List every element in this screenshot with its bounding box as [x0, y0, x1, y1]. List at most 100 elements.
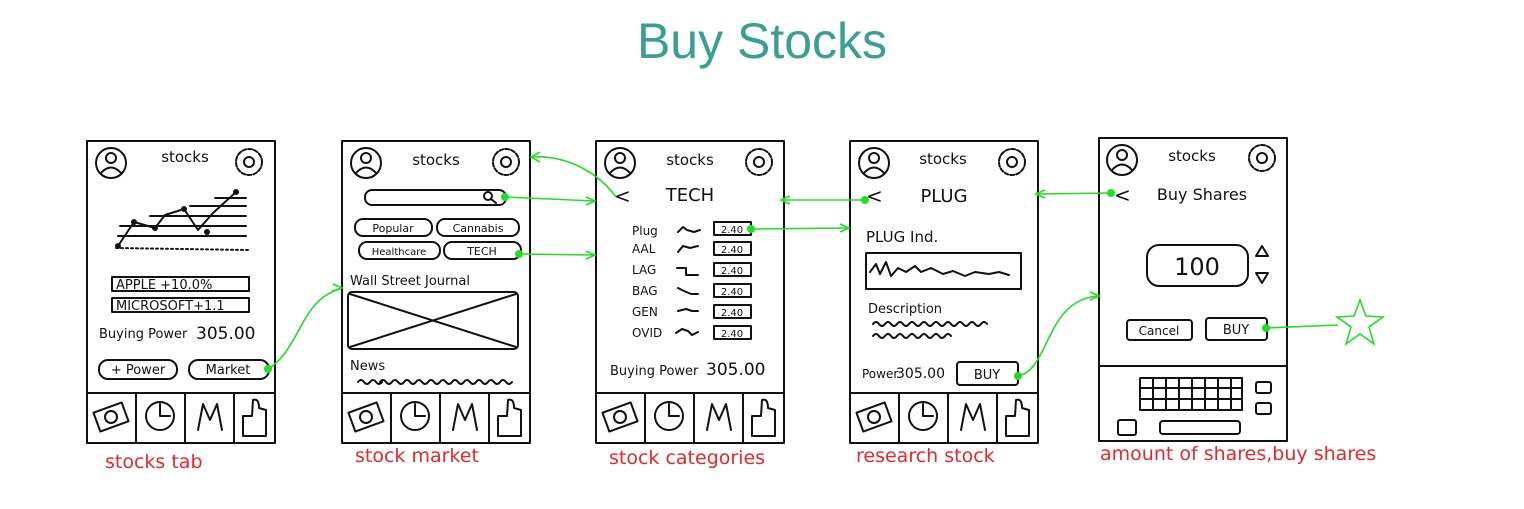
flow-arrow	[1017, 295, 1099, 377]
portfolio-pie-icon[interactable]	[654, 401, 684, 431]
thumbs-up-tab-icon[interactable]	[1005, 398, 1030, 437]
ticker-name[interactable]: LAG	[632, 263, 656, 277]
profile-icon[interactable]	[1106, 144, 1138, 176]
page-title: Buy Stocks	[636, 13, 888, 69]
market-m-icon[interactable]	[960, 403, 986, 431]
settings-gear-icon[interactable]	[235, 148, 263, 176]
money-tab-icon[interactable]	[92, 401, 130, 433]
chip-label: Healthcare	[372, 247, 427, 258]
stock-row-label: APPLE +10.0%	[116, 278, 212, 293]
profile-icon[interactable]	[858, 147, 890, 179]
buying-power-value: 305.00	[196, 324, 255, 344]
buy-button-label: BUY	[974, 368, 1000, 383]
price-value: 2.40	[721, 308, 743, 319]
flow-arrow	[504, 196, 595, 202]
tab-bar	[849, 392, 1039, 444]
ticker-name[interactable]: BAG	[632, 284, 658, 298]
arrow-head	[585, 250, 597, 260]
caption: stock categories	[609, 447, 765, 469]
flow-arrow-origin	[861, 196, 869, 204]
ticker-name[interactable]: AAL	[632, 242, 656, 256]
quantity-value: 100	[1174, 253, 1220, 281]
header-title: stocks	[666, 151, 714, 169]
keyboard[interactable]	[1098, 365, 1288, 436]
market-m-icon[interactable]	[197, 403, 223, 431]
portfolio-pie-icon[interactable]	[908, 401, 938, 431]
back-button[interactable]: <	[866, 184, 883, 208]
chip-healthcare[interactable]	[358, 241, 441, 260]
article-image-placeholder[interactable]	[347, 291, 519, 350]
increment-arrow-icon[interactable]	[1255, 245, 1269, 257]
flow-arrow-origin	[264, 365, 272, 373]
price-history-chart	[865, 252, 1022, 290]
price-tag	[713, 283, 752, 298]
profile-icon[interactable]	[604, 147, 636, 179]
flow-arrow-origin	[1014, 372, 1022, 380]
flow-arrow	[518, 253, 595, 256]
cancel-button[interactable]	[1126, 319, 1193, 341]
ticker-list: Plug AAL LAG BAG GEN OVID 2.40 2.40 2.40…	[632, 221, 752, 340]
screen-research-stock: stocks < PLUG PLUG Ind. Description Powe…	[849, 140, 1039, 444]
flow-arrow-origin	[1107, 189, 1115, 197]
market-m-icon[interactable]	[706, 403, 732, 431]
tab-bar	[86, 392, 276, 444]
settings-gear-icon[interactable]	[998, 148, 1026, 176]
chip-popular[interactable]	[354, 218, 433, 237]
quantity-input[interactable]	[1146, 244, 1249, 287]
header-title: stocks	[1168, 147, 1216, 165]
thumbs-up-tab-icon[interactable]	[497, 398, 522, 437]
arrow-head	[1034, 189, 1046, 199]
settings-gear-icon[interactable]	[745, 148, 773, 176]
buying-power-label: Buying Power	[610, 364, 699, 379]
money-tab-icon[interactable]	[347, 401, 385, 433]
flow-arrow-origin	[747, 225, 755, 233]
market-m-icon[interactable]	[452, 403, 478, 431]
phone-frame	[341, 140, 531, 444]
caption: amount of shares,buy shares	[1100, 443, 1376, 465]
profile-icon[interactable]	[350, 147, 382, 179]
power-label: Power	[862, 367, 898, 381]
phone-frame	[86, 140, 276, 444]
back-button[interactable]: <	[614, 184, 631, 208]
search-icon[interactable]	[483, 191, 497, 204]
market-button-label: Market	[206, 363, 251, 378]
screen-buy-shares: stocks < Buy Shares 100 Cancel BUY	[1098, 137, 1288, 442]
buying-power-label: Buying Power	[99, 327, 188, 342]
stock-row[interactable]	[111, 297, 250, 313]
thumbs-up-tab-icon[interactable]	[751, 398, 776, 437]
stock-row[interactable]	[111, 276, 250, 292]
ticker-title: PLUG	[920, 186, 967, 207]
portfolio-pie-icon[interactable]	[400, 401, 430, 431]
screen-stocks-tab: stocks APPLE +10.0% MICROSOFT+1.1 Buying…	[86, 140, 276, 444]
description-label: Description	[868, 302, 942, 317]
chip-label: Popular	[372, 222, 414, 235]
add-power-button[interactable]	[98, 359, 178, 380]
price-value: 2.40	[721, 225, 743, 236]
phone-frame	[849, 140, 1039, 444]
flow-arrow	[531, 156, 617, 198]
arrow-head	[839, 223, 851, 233]
settings-gear-icon[interactable]	[1248, 144, 1276, 172]
money-tab-icon[interactable]	[601, 401, 639, 433]
back-button[interactable]: <	[1114, 183, 1131, 207]
thumbs-up-tab-icon[interactable]	[242, 398, 267, 437]
profile-icon[interactable]	[95, 147, 127, 179]
money-tab-icon[interactable]	[855, 401, 893, 433]
portfolio-chart	[115, 189, 249, 251]
ticker-name[interactable]: Plug	[632, 224, 658, 238]
header-title: stocks	[412, 151, 460, 169]
chip-tech[interactable]	[443, 241, 522, 260]
settings-gear-icon[interactable]	[492, 148, 520, 176]
ticker-name[interactable]: GEN	[632, 305, 658, 319]
arrow-head	[585, 196, 597, 206]
arrow-head	[1089, 291, 1101, 301]
chip-label: TECH	[466, 245, 497, 258]
ticker-name[interactable]: OVID	[632, 326, 662, 340]
chip-cannabis[interactable]	[436, 218, 520, 237]
caption: stock market	[355, 445, 479, 467]
portfolio-pie-icon[interactable]	[145, 401, 175, 431]
category-title: TECH	[665, 185, 714, 206]
description-scribble	[872, 321, 988, 339]
decrement-arrow-icon[interactable]	[1255, 272, 1269, 284]
flow-arrow-origin	[501, 193, 509, 201]
